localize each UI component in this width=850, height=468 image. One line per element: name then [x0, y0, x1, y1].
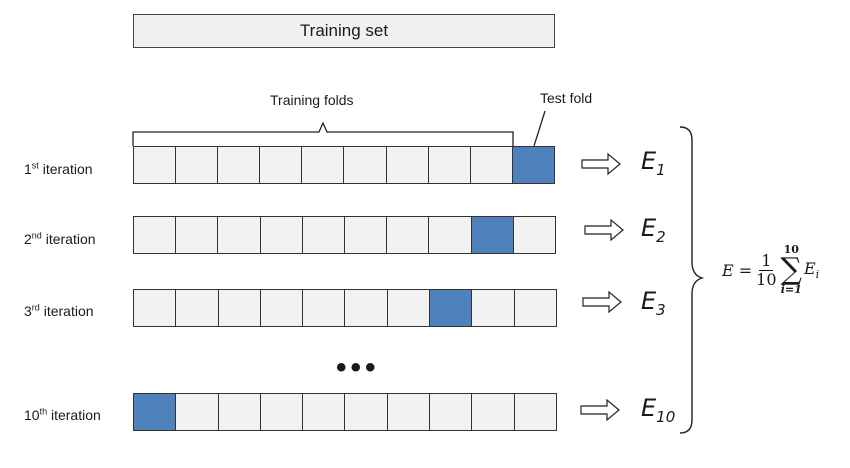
training-fold-cell: [303, 394, 346, 430]
training-fold-cell: [345, 290, 388, 326]
training-fold-cell: [260, 217, 303, 253]
training-fold-cell: [176, 290, 219, 326]
training-fold-cell: [386, 147, 429, 183]
formula-sum: 10 ∑ i=1: [781, 244, 802, 296]
test-fold-cell: [471, 217, 514, 253]
ellipsis: •••: [336, 351, 380, 384]
test-fold-cell: [512, 147, 554, 183]
error-e1: E1: [641, 147, 666, 179]
training-fold-cell: [514, 394, 556, 430]
arrow-icon-2: [584, 218, 624, 242]
formula-lhs: E =: [722, 260, 753, 280]
training-set-bar: Training set: [133, 14, 555, 48]
formula-fraction: 1 10: [756, 250, 777, 289]
error-e2: E2: [641, 214, 666, 246]
training-fold-cell: [176, 394, 219, 430]
iteration-label-3: 3rd iteration: [24, 302, 94, 319]
arrow-icon-3: [582, 290, 622, 314]
fold-row-iteration-1: [133, 146, 555, 184]
average-error-formula: E = 1 10 10 ∑ i=1 Ei: [722, 244, 819, 296]
training-fold-cell: [302, 147, 345, 183]
training-fold-cell: [134, 147, 177, 183]
training-folds-label: Training folds: [270, 92, 354, 108]
training-fold-cell: [513, 217, 556, 253]
test-fold-cell: [430, 290, 473, 326]
training-fold-cell: [218, 394, 261, 430]
test-fold-label: Test fold: [540, 90, 593, 106]
training-folds-brace: [132, 121, 514, 146]
arrow-icon-1: [581, 152, 621, 176]
iteration-label-10: 10th iteration: [24, 406, 101, 423]
training-fold-cell: [134, 217, 177, 253]
training-fold-cell: [176, 217, 219, 253]
fold-row-iteration-3: [133, 289, 557, 327]
formula-sum-upper: 10: [783, 243, 799, 256]
training-fold-cell: [429, 217, 472, 253]
training-fold-cell: [472, 290, 515, 326]
training-fold-cell: [218, 290, 261, 326]
summary-brace: [679, 126, 705, 434]
formula-denominator: 10: [756, 269, 777, 289]
training-fold-cell: [260, 394, 304, 430]
training-fold-cell: [218, 217, 261, 253]
training-fold-cell: [303, 290, 346, 326]
training-fold-cell: [470, 147, 513, 183]
training-fold-cell: [345, 394, 388, 430]
formula-sum-lower: i=1: [780, 283, 802, 296]
iteration-label-2: 2nd iteration: [24, 230, 96, 247]
training-set-label: Training set: [299, 21, 389, 40]
training-fold-cell: [260, 290, 304, 326]
fold-row-iteration-2: [133, 216, 556, 254]
sigma-icon: ∑: [780, 252, 802, 287]
test-fold-cell: [134, 394, 177, 430]
training-fold-cell: [260, 147, 303, 183]
training-fold-cell: [387, 217, 430, 253]
error-e10: E10: [641, 394, 676, 426]
training-fold-cell: [218, 147, 261, 183]
training-fold-cell: [472, 394, 515, 430]
training-fold-cell: [176, 147, 219, 183]
training-fold-cell: [387, 290, 431, 326]
test-fold-pointer: [533, 110, 546, 147]
training-fold-cell: [134, 290, 177, 326]
arrow-icon-4: [580, 398, 620, 422]
fold-row-iteration-10: [133, 393, 557, 431]
training-fold-cell: [302, 217, 346, 253]
formula-numerator: 1: [759, 250, 774, 271]
error-e3: E3: [641, 287, 666, 319]
training-fold-cell: [514, 290, 556, 326]
training-fold-cell: [430, 394, 473, 430]
training-fold-cell: [428, 147, 471, 183]
training-fold-cell: [345, 217, 388, 253]
iteration-label-1: 1st iteration: [24, 160, 93, 177]
formula-term: Ei: [803, 258, 820, 282]
training-fold-cell: [387, 394, 431, 430]
training-fold-cell: [344, 147, 387, 183]
